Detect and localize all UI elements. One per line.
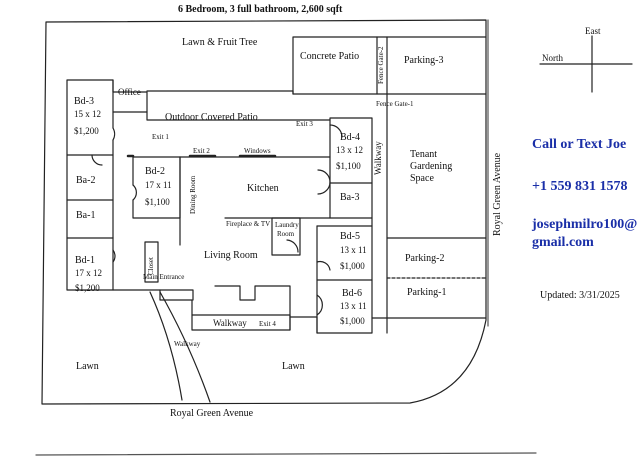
bd1-name: Bd-1 xyxy=(75,255,95,266)
bd4-size: 13 x 12 xyxy=(336,145,363,155)
bd3-size: 15 x 12 xyxy=(74,109,101,119)
windows-label: Windows xyxy=(244,147,271,155)
tenant-garden-line3: Space xyxy=(410,173,434,184)
lawn-left-label: Lawn xyxy=(76,361,99,372)
ba3-label: Ba-3 xyxy=(340,192,360,203)
plan-title: 6 Bedroom, 3 full bathroom, 2,600 sqft xyxy=(178,4,343,15)
exit2-label: Exit 2 xyxy=(193,147,210,155)
bd2-name: Bd-2 xyxy=(145,166,165,177)
bd3-rent: $1,200 xyxy=(74,126,99,136)
fence-gate-1-label: Fence Gate-1 xyxy=(376,100,414,108)
ba1-label: Ba-1 xyxy=(76,210,96,221)
diagonal-walkway xyxy=(149,291,183,401)
parking-3-label: Parking-3 xyxy=(404,55,444,66)
compass-north: North xyxy=(542,53,563,63)
bd2-size: 17 x 11 xyxy=(145,180,172,190)
parking-2-label: Parking-2 xyxy=(405,253,445,264)
laundry-label-line2: Room xyxy=(277,230,295,238)
street-bottom-label: Royal Green Avenue xyxy=(170,408,254,419)
bd4-rent: $1,100 xyxy=(336,161,361,171)
walkway-bottom-label: Walkway xyxy=(213,318,247,328)
call-or-text: Call or Text Joe xyxy=(532,137,627,152)
laundry-label-line1: Laundry xyxy=(275,221,299,229)
bd1-size: 17 x 12 xyxy=(75,268,102,278)
email-line2[interactable]: gmail.com xyxy=(532,235,594,250)
tenant-garden-line1: Tenant xyxy=(410,149,438,160)
office-label: Office xyxy=(118,87,141,97)
bd4-name: Bd-4 xyxy=(340,132,360,143)
bd3-name: Bd-3 xyxy=(74,96,94,107)
bd5-rent: $1,000 xyxy=(340,261,365,271)
dining-room-label: Dining Room xyxy=(189,175,197,214)
lawn-fruit-tree-label: Lawn & Fruit Tree xyxy=(182,37,258,48)
exit1-label: Exit 1 xyxy=(152,133,169,141)
exit3-label: Exit 3 xyxy=(296,120,313,128)
bd5-name: Bd-5 xyxy=(340,231,360,242)
bd2-rent: $1,100 xyxy=(145,197,170,207)
tenant-garden-line2: Gardening xyxy=(410,161,453,172)
parking-1-label: Parking-1 xyxy=(407,287,447,298)
street-right-label: Royal Green Avenue xyxy=(492,152,503,236)
bd1-rent: $1,200 xyxy=(75,283,100,293)
compass-lines xyxy=(539,35,633,93)
main-entrance-label: Main Entrance xyxy=(143,273,185,281)
compass-east: East xyxy=(585,26,601,36)
email-line1[interactable]: josephmilro100@ xyxy=(532,217,638,232)
ba2-label: Ba-2 xyxy=(76,175,96,186)
updated-date: Updated: 3/31/2025 xyxy=(540,290,620,301)
fence-gate-2-label: Fence Gate-2 xyxy=(377,46,385,84)
walkway-right-label: Walkway xyxy=(373,141,383,175)
kitchen-label: Kitchen xyxy=(247,183,279,194)
lawn-center-label: Lawn xyxy=(282,361,305,372)
exit4-label: Exit 4 xyxy=(259,320,276,328)
phone-number[interactable]: +1 559 831 1578 xyxy=(532,179,628,194)
walkway-diagonal-label: Walkway xyxy=(174,340,201,348)
bd5-size: 13 x 11 xyxy=(340,245,367,255)
property-boundary xyxy=(41,19,487,405)
living-room-label: Living Room xyxy=(204,250,258,261)
concrete-patio-label: Concrete Patio xyxy=(300,51,360,62)
bd6-name: Bd-6 xyxy=(342,288,362,299)
bd6-rent: $1,000 xyxy=(340,316,365,326)
fireplace-label: Fireplace & TV xyxy=(226,220,271,228)
bd6-size: 13 x 11 xyxy=(340,301,367,311)
outdoor-patio-label: Outdoor Covered Patio xyxy=(165,112,258,123)
